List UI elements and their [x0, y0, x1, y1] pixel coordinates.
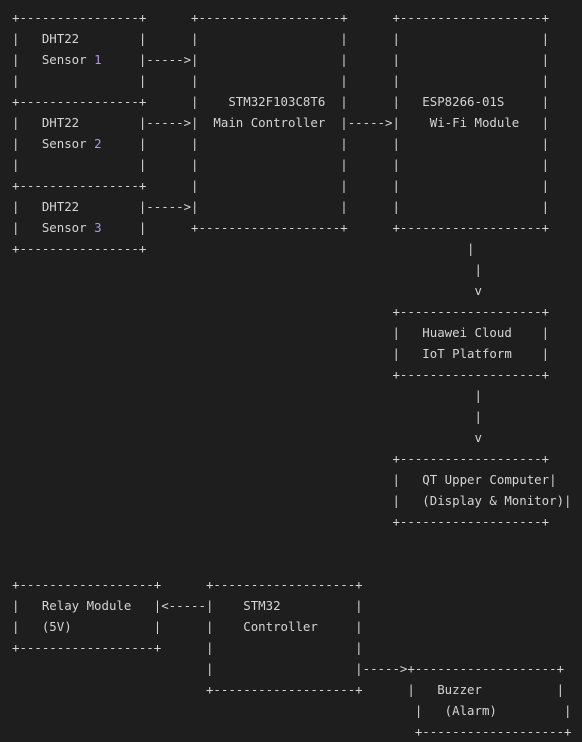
diagram-text: | Relay Module |<-----| STM32 | — [12, 598, 363, 613]
diagram-line: | (Display & Monitor)| — [12, 490, 572, 511]
diagram-line: | Sensor 3 | +-------------------+ +----… — [12, 217, 549, 238]
diagram-text: | — [12, 409, 482, 424]
diagram-line: | Relay Module |<-----| STM32 | — [12, 595, 363, 616]
diagram-text: | IoT Platform | — [12, 346, 550, 361]
diagram-line: v — [12, 280, 482, 301]
diagram-line: +------------------+ | | — [12, 637, 363, 658]
diagram-line: | — [12, 406, 482, 427]
diagram-line: | — [12, 259, 482, 280]
diagram-line: | DHT22 |----->| | | | — [12, 196, 549, 217]
diagram-line: | QT Upper Computer| — [12, 469, 557, 490]
diagram-line: | DHT22 |----->| Main Controller |----->… — [12, 112, 549, 133]
sensor-number: 1 — [94, 52, 102, 67]
diagram-text: +----------------+ | STM32F103C8T6 | | E… — [12, 94, 550, 109]
diagram-line: | DHT22 | | | | | — [12, 28, 549, 49]
diagram-line: +-------------------+ | Buzzer | — [12, 679, 564, 700]
diagram-line: v — [12, 427, 482, 448]
diagram-text: |----->| | | | — [101, 52, 550, 67]
diagram-text: | DHT22 |----->| Main Controller |----->… — [12, 115, 550, 130]
diagram-line: | |----->+-------------------+ — [12, 658, 564, 679]
diagram-text: | DHT22 |----->| | | | — [12, 199, 550, 214]
diagram-text: | — [12, 388, 482, 403]
diagram-text: +----------------+ | — [12, 241, 475, 256]
ascii-system-diagram: +----------------+ +-------------------+… — [12, 7, 572, 739]
diagram-text: | Sensor — [12, 220, 95, 235]
diagram-line: | — [12, 385, 482, 406]
diagram-line: +-------------------+ — [12, 301, 549, 322]
diagram-line: | IoT Platform | — [12, 343, 549, 364]
diagram-text: | Huawei Cloud | — [12, 325, 550, 340]
diagram-text: | (5V) | | Controller | — [12, 619, 363, 634]
diagram-text: +-------------------+ | Buzzer | — [12, 682, 565, 697]
diagram-text: | |----->+-------------------+ — [12, 661, 565, 676]
diagram-text: +------------------+ +------------------… — [12, 577, 363, 592]
diagram-line: | (Alarm) | — [12, 700, 572, 721]
diagram-line: | (5V) | | Controller | — [12, 616, 363, 637]
sensor-number: 3 — [94, 220, 102, 235]
sensor-number: 2 — [94, 136, 102, 151]
diagram-text: v — [12, 283, 482, 298]
diagram-text: | Sensor — [12, 136, 95, 151]
diagram-text: v — [12, 430, 482, 445]
diagram-text: +----------------+ | | | | — [12, 178, 550, 193]
diagram-line: +----------------+ +-------------------+… — [12, 7, 549, 28]
diagram-line: +----------------+ | STM32F103C8T6 | | E… — [12, 91, 549, 112]
diagram-line: +-------------------+ — [12, 511, 549, 532]
diagram-text: +-------------------+ — [12, 724, 572, 739]
diagram-text: | — [12, 262, 482, 277]
diagram-line: +-------------------+ — [12, 448, 549, 469]
diagram-line: | Sensor 2 | | | | | — [12, 133, 549, 154]
diagram-text: | (Display & Monitor)| — [12, 493, 572, 508]
diagram-line: | Huawei Cloud | — [12, 322, 549, 343]
diagram-text: | QT Upper Computer| — [12, 472, 557, 487]
diagram-line: +----------------+ | | | | — [12, 175, 549, 196]
diagram-line: | Sensor 1 |----->| | | | — [12, 49, 549, 70]
diagram-text: +-------------------+ — [12, 304, 550, 319]
diagram-line: +----------------+ | — [12, 238, 475, 259]
diagram-text: +-------------------+ — [12, 367, 550, 382]
diagram-text: | +-------------------+ +---------------… — [101, 220, 550, 235]
diagram-line: +-------------------+ — [12, 364, 549, 385]
diagram-text: +-------------------+ — [12, 451, 550, 466]
diagram-line: +-------------------+ — [12, 721, 572, 742]
diagram-text: +----------------+ +-------------------+… — [12, 10, 550, 25]
diagram-text: | DHT22 | | | | | — [12, 31, 550, 46]
diagram-line: +------------------+ +------------------… — [12, 574, 363, 595]
diagram-text: | | | | | | — [12, 157, 550, 172]
diagram-text: | | | | | — [101, 136, 550, 151]
diagram-line: | | | | | | — [12, 70, 549, 91]
diagram-text: | (Alarm) | — [12, 703, 572, 718]
diagram-text: | | | | | | — [12, 73, 550, 88]
diagram-text: +------------------+ | | — [12, 640, 363, 655]
diagram-text: +-------------------+ — [12, 514, 550, 529]
diagram-line: | | | | | | — [12, 154, 549, 175]
diagram-text: | Sensor — [12, 52, 95, 67]
